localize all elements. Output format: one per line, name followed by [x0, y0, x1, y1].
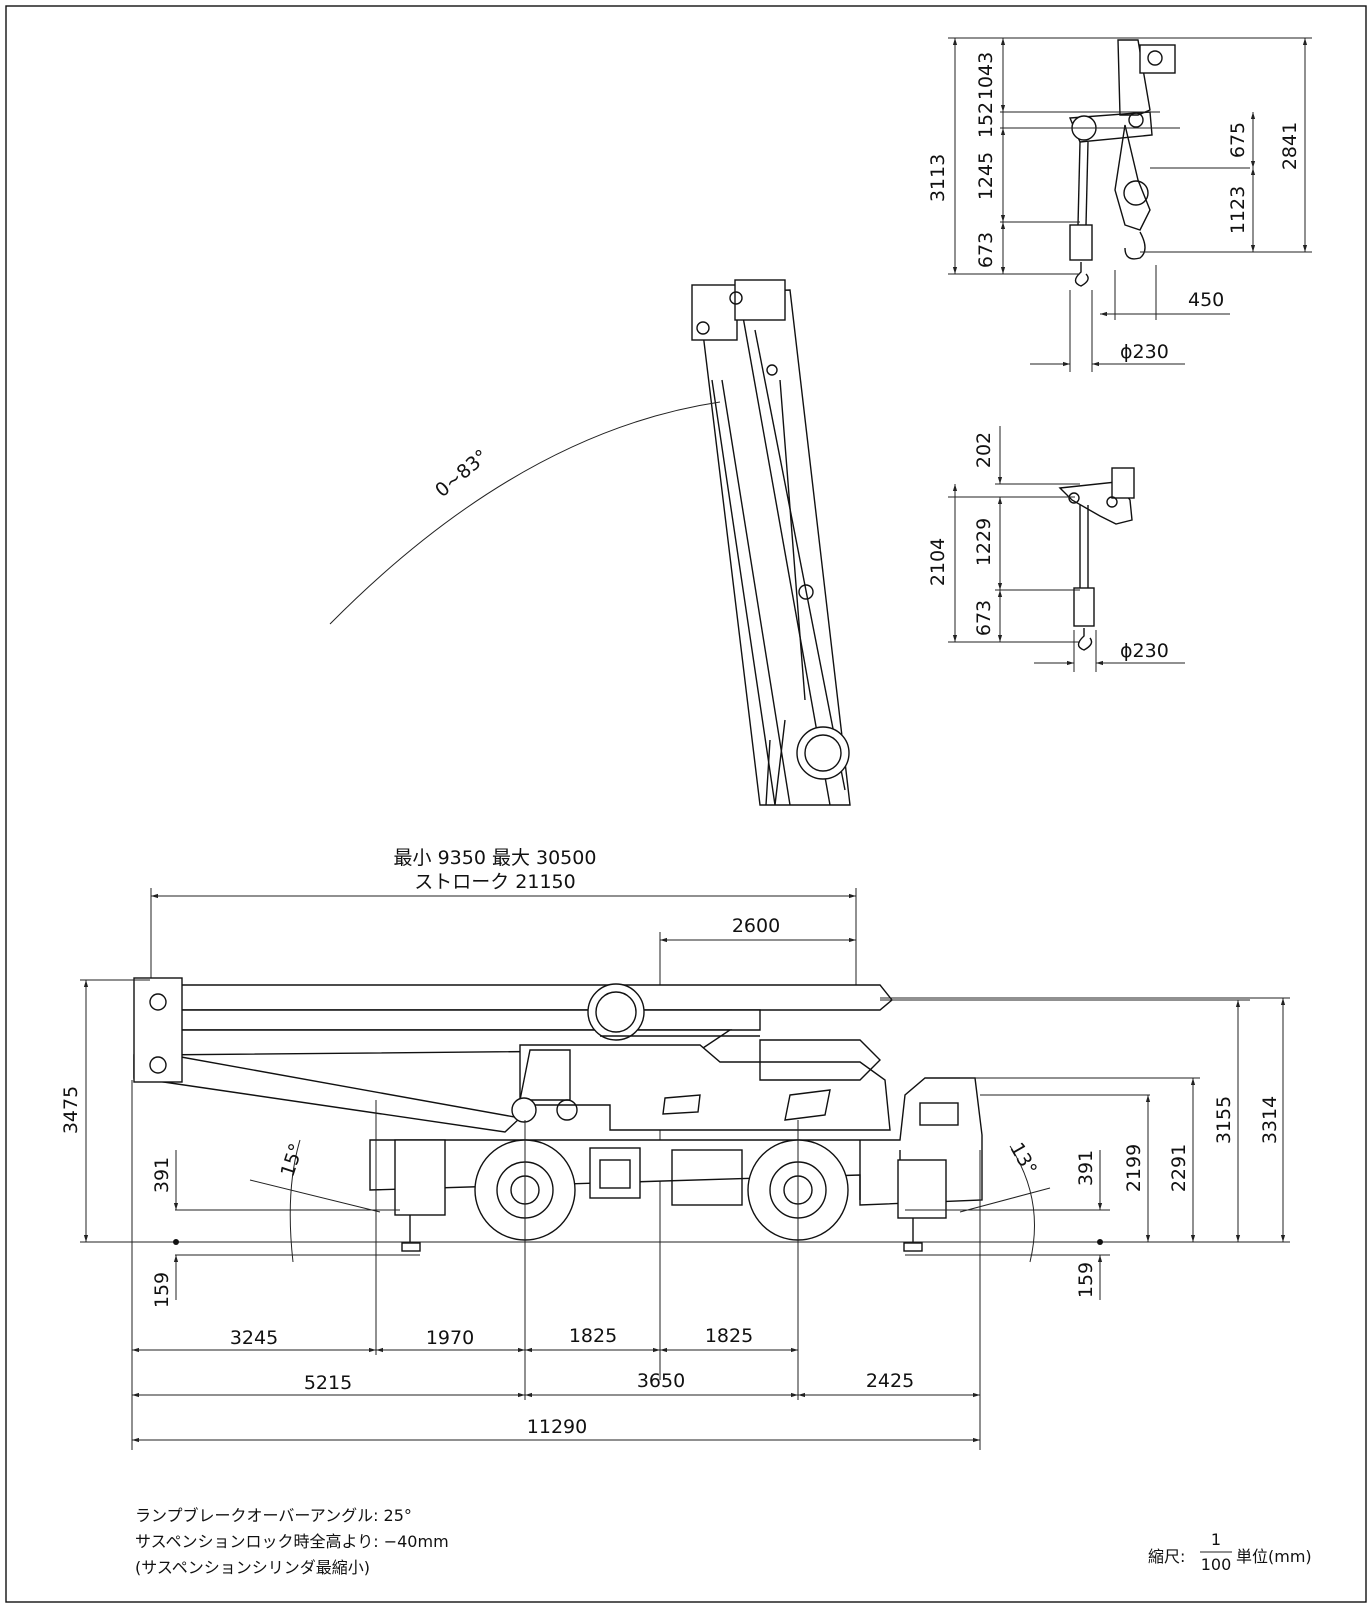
hook-block-double [1068, 39, 1176, 287]
boom-angle-label: 0~83° [431, 445, 492, 502]
dim-202: 202 [973, 432, 995, 468]
angle-rear: 13° [1005, 1139, 1041, 1179]
dim-159-left: 159 [151, 1272, 173, 1308]
note-suspension-lock: サスペンションロック時全高より: −40mm [135, 1532, 449, 1551]
boom-angle-arc [329, 401, 721, 625]
dim-2291: 2291 [1168, 1144, 1190, 1192]
dim-450: 450 [1188, 289, 1224, 311]
note-ramp-breakover: ランプブレークオーバーアングル: 25° [135, 1506, 412, 1525]
sheet-border [5, 5, 1367, 1603]
scale-prefix: 縮尺: [1148, 1547, 1185, 1566]
dim-3245: 3245 [230, 1327, 278, 1349]
dim-2199: 2199 [1123, 1144, 1145, 1192]
scale-denominator: 100 [1201, 1555, 1232, 1574]
dim-11290: 11290 [527, 1416, 587, 1438]
boom-stroke: ストローク 21150 [414, 871, 575, 893]
dim-3314: 3314 [1259, 1096, 1281, 1144]
dim-391-left: 391 [151, 1157, 173, 1193]
hook-block-single [1058, 467, 1135, 651]
dim-675: 675 [1227, 122, 1249, 158]
boom-length-min-max: 最小 9350 最大 30500 [394, 847, 597, 869]
dim-391-right: 391 [1075, 1150, 1097, 1186]
dim-3155: 3155 [1213, 1096, 1235, 1144]
dim-1970: 1970 [426, 1327, 474, 1349]
dim-3113: 3113 [927, 154, 949, 202]
dim-1043: 1043 [975, 52, 997, 100]
dim-3475: 3475 [60, 1086, 82, 1134]
dim-673-single: 673 [973, 600, 995, 636]
scale-label: 縮尺: 1 100 単位(mm) [1148, 1530, 1312, 1574]
scale-unit: 単位(mm) [1236, 1547, 1312, 1566]
dim-2600: 2600 [732, 915, 780, 937]
dim-1825-a: 1825 [569, 1325, 617, 1347]
dim-2841: 2841 [1279, 122, 1301, 170]
dim-673-top: 673 [975, 232, 997, 268]
hook-top-dimensions [948, 37, 1312, 372]
dim-1245: 1245 [975, 152, 997, 200]
dim-5215: 5215 [304, 1372, 352, 1394]
scale-numerator: 1 [1211, 1530, 1221, 1549]
note-suspension-cylinder: (サスペンションシリンダ最縮小) [135, 1558, 370, 1577]
dim-2104: 2104 [927, 538, 949, 586]
dim-1825-b: 1825 [705, 1325, 753, 1347]
dim-phi230-single: ϕ230 [1120, 640, 1169, 662]
hook-single-dimensions [948, 426, 1185, 672]
elevated-boom [691, 279, 851, 806]
dim-152: 152 [975, 102, 997, 138]
side-view-dimensions [80, 979, 1290, 1450]
dim-159-right: 159 [1075, 1262, 1097, 1298]
dim-3650: 3650 [637, 1370, 685, 1392]
angle-front: 15° [277, 1141, 308, 1180]
dim-2425: 2425 [866, 1370, 914, 1392]
dim-phi230-top: ϕ230 [1120, 341, 1169, 363]
dim-1123: 1123 [1227, 186, 1249, 234]
dim-1229: 1229 [973, 518, 995, 566]
